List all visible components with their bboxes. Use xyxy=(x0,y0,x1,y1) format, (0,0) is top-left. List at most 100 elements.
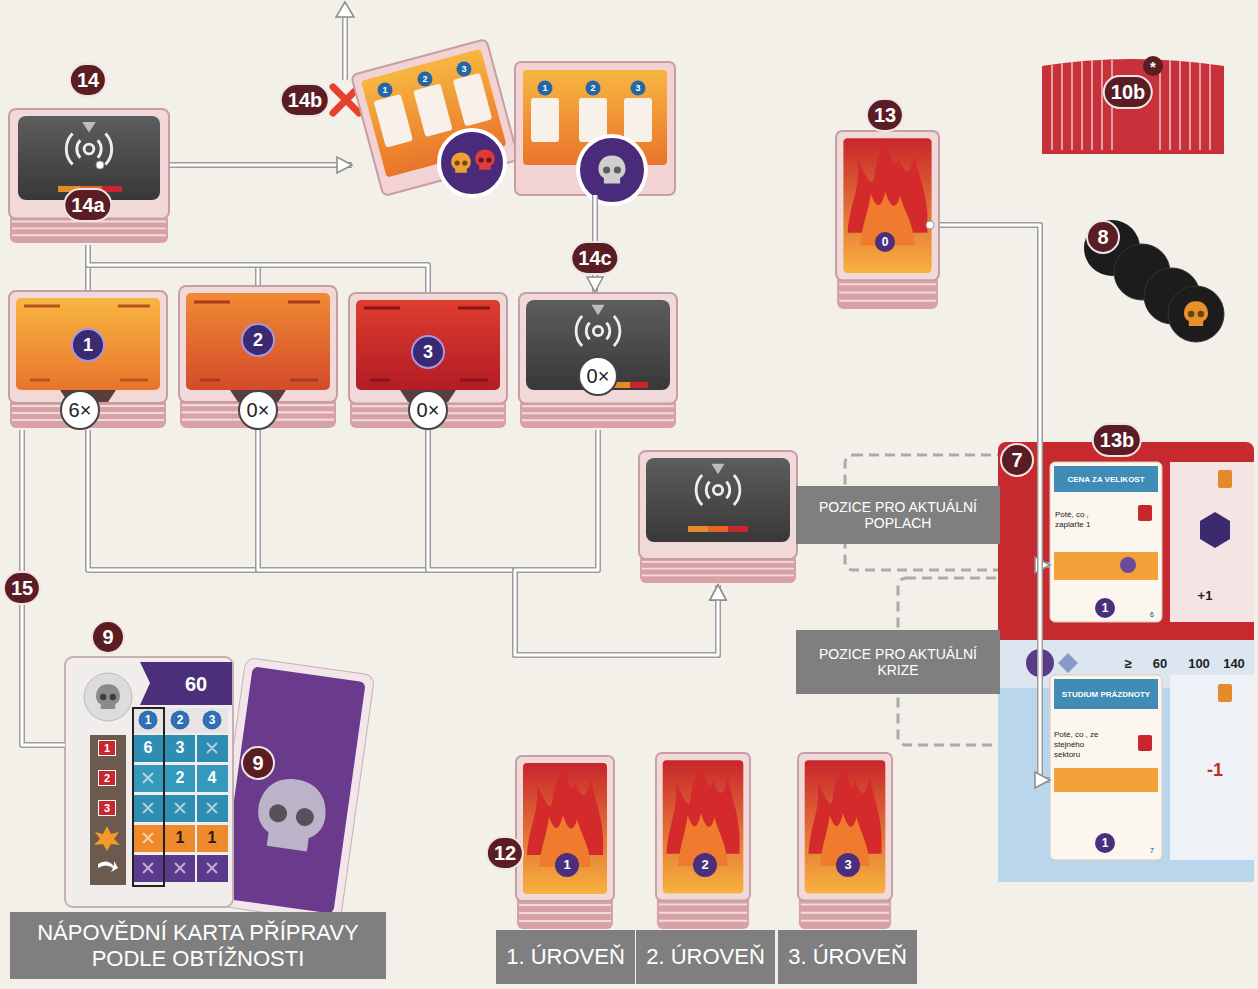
node-text: Poté, co , ze stejného sektoru xyxy=(1054,730,1110,760)
box-label: 3. ÚROVEŇ xyxy=(788,944,907,969)
board-card-art xyxy=(453,73,492,127)
level-deck-art xyxy=(798,753,892,929)
reference-card-art xyxy=(140,662,232,705)
connector-line xyxy=(428,430,718,655)
player-board-art xyxy=(1054,679,1158,709)
level-deck: 3 xyxy=(797,752,893,930)
connector-line xyxy=(88,430,718,655)
board-card-art xyxy=(624,98,652,142)
skull-tokens xyxy=(1084,220,1224,342)
skull-card-art xyxy=(253,775,330,853)
board-card-art xyxy=(475,150,495,170)
callout-number: 13 xyxy=(866,98,904,132)
skull-card-art xyxy=(211,657,375,923)
callout-number: * xyxy=(1143,56,1163,76)
board-card-art xyxy=(439,130,505,196)
player-board: ≥60100140+1-1CENA ZA VELIKOSTPoté, co , … xyxy=(998,442,1254,882)
level-box: 1. ÚROVEŇ xyxy=(496,930,635,984)
crisis-deck-art xyxy=(836,131,939,309)
board-card: 123 xyxy=(352,35,517,200)
crisis-deck: 16× xyxy=(8,290,168,430)
reference-card-art xyxy=(84,673,132,721)
board-card-art xyxy=(515,62,675,204)
node-text: 3 xyxy=(411,335,445,369)
crisis-deck-art xyxy=(194,302,320,380)
token-stack xyxy=(1052,60,1210,150)
node-text: 2 xyxy=(241,323,275,357)
callout-number: 13b xyxy=(1092,423,1142,457)
player-board-art xyxy=(998,442,1254,882)
box-label: 2. ÚROVEŇ xyxy=(646,944,765,969)
discard-arrow xyxy=(336,2,354,80)
node-text: -1 xyxy=(1207,760,1223,781)
board-card-art xyxy=(351,39,519,196)
reference-card-art xyxy=(96,684,120,709)
player-board-art xyxy=(1054,552,1158,580)
node-text: 0 xyxy=(875,232,895,252)
board-card: 123 xyxy=(515,62,675,195)
arrow-head xyxy=(587,277,603,292)
connector-line xyxy=(515,430,718,655)
player-board-art xyxy=(1218,684,1232,702)
board-card-art xyxy=(374,94,413,148)
skull-tokens xyxy=(1184,301,1208,326)
skull-card-art xyxy=(211,657,375,923)
box-label: POZICE PRO AKTUÁLNÍ KRIZE xyxy=(804,646,992,678)
alarm-deck-art xyxy=(576,305,620,346)
connector xyxy=(88,430,726,655)
table-cell: 1 xyxy=(139,711,158,730)
alarm-discard-art xyxy=(696,464,740,505)
player-board-art xyxy=(1120,557,1136,573)
arrow-head xyxy=(1035,772,1050,788)
level-box: 2. ÚROVEŇ xyxy=(636,930,775,984)
position-box: POZICE PRO AKTUÁLNÍ KRIZE xyxy=(796,630,1000,694)
node-text: 1 xyxy=(538,81,553,96)
alarm-deck-art xyxy=(519,293,677,428)
table-cell: 2 xyxy=(171,711,190,730)
node-text: CENA ZA VELIKOST xyxy=(1058,475,1154,484)
node-text: Poté, co , zaplaťte 1 xyxy=(1055,510,1109,530)
callout-number: 9 xyxy=(241,746,275,780)
crisis-deck-art xyxy=(24,306,150,380)
reference-card-art xyxy=(65,657,233,907)
skull-card-art xyxy=(220,666,365,914)
board-card-art xyxy=(531,98,559,142)
player-board-art xyxy=(1218,470,1232,488)
token-stack xyxy=(1042,59,1224,154)
node-text: 60 xyxy=(1153,656,1167,671)
arrow-head xyxy=(710,585,726,600)
node-text: 6 xyxy=(1150,611,1154,618)
player-board-art xyxy=(1058,653,1078,673)
callout-number: 8 xyxy=(1086,220,1120,254)
connector-line xyxy=(170,164,352,167)
node-text: 1 xyxy=(1095,598,1115,618)
reference-card-art xyxy=(133,708,164,886)
crisis-deck-art xyxy=(836,131,939,309)
node-text: 0× xyxy=(408,390,448,430)
table-cell: 1 xyxy=(176,829,185,847)
alarm-deck-art xyxy=(519,293,677,428)
player-board-art xyxy=(1138,505,1152,521)
table-cell: 2 xyxy=(176,769,185,787)
callout-number: 12 xyxy=(486,836,524,870)
player-board-art xyxy=(1054,466,1158,492)
table-cell: 4 xyxy=(208,769,217,787)
crisis-deck-art xyxy=(16,298,160,390)
node-text: 7 xyxy=(1150,847,1154,854)
callout-number: 14c xyxy=(570,241,619,275)
node-text: 1 xyxy=(71,328,105,362)
board-card-art xyxy=(413,83,452,137)
connector-line xyxy=(258,430,718,655)
connector xyxy=(428,430,726,655)
alarm-deck-art xyxy=(9,109,169,243)
node-text: 2 xyxy=(418,72,433,87)
arrow-head xyxy=(710,585,726,600)
board-card-art xyxy=(578,136,646,204)
level-deck-art xyxy=(516,753,892,929)
crisis-deck-art xyxy=(186,293,330,390)
table-cell: 3 xyxy=(176,739,185,757)
table-cell: 1 xyxy=(208,829,217,847)
